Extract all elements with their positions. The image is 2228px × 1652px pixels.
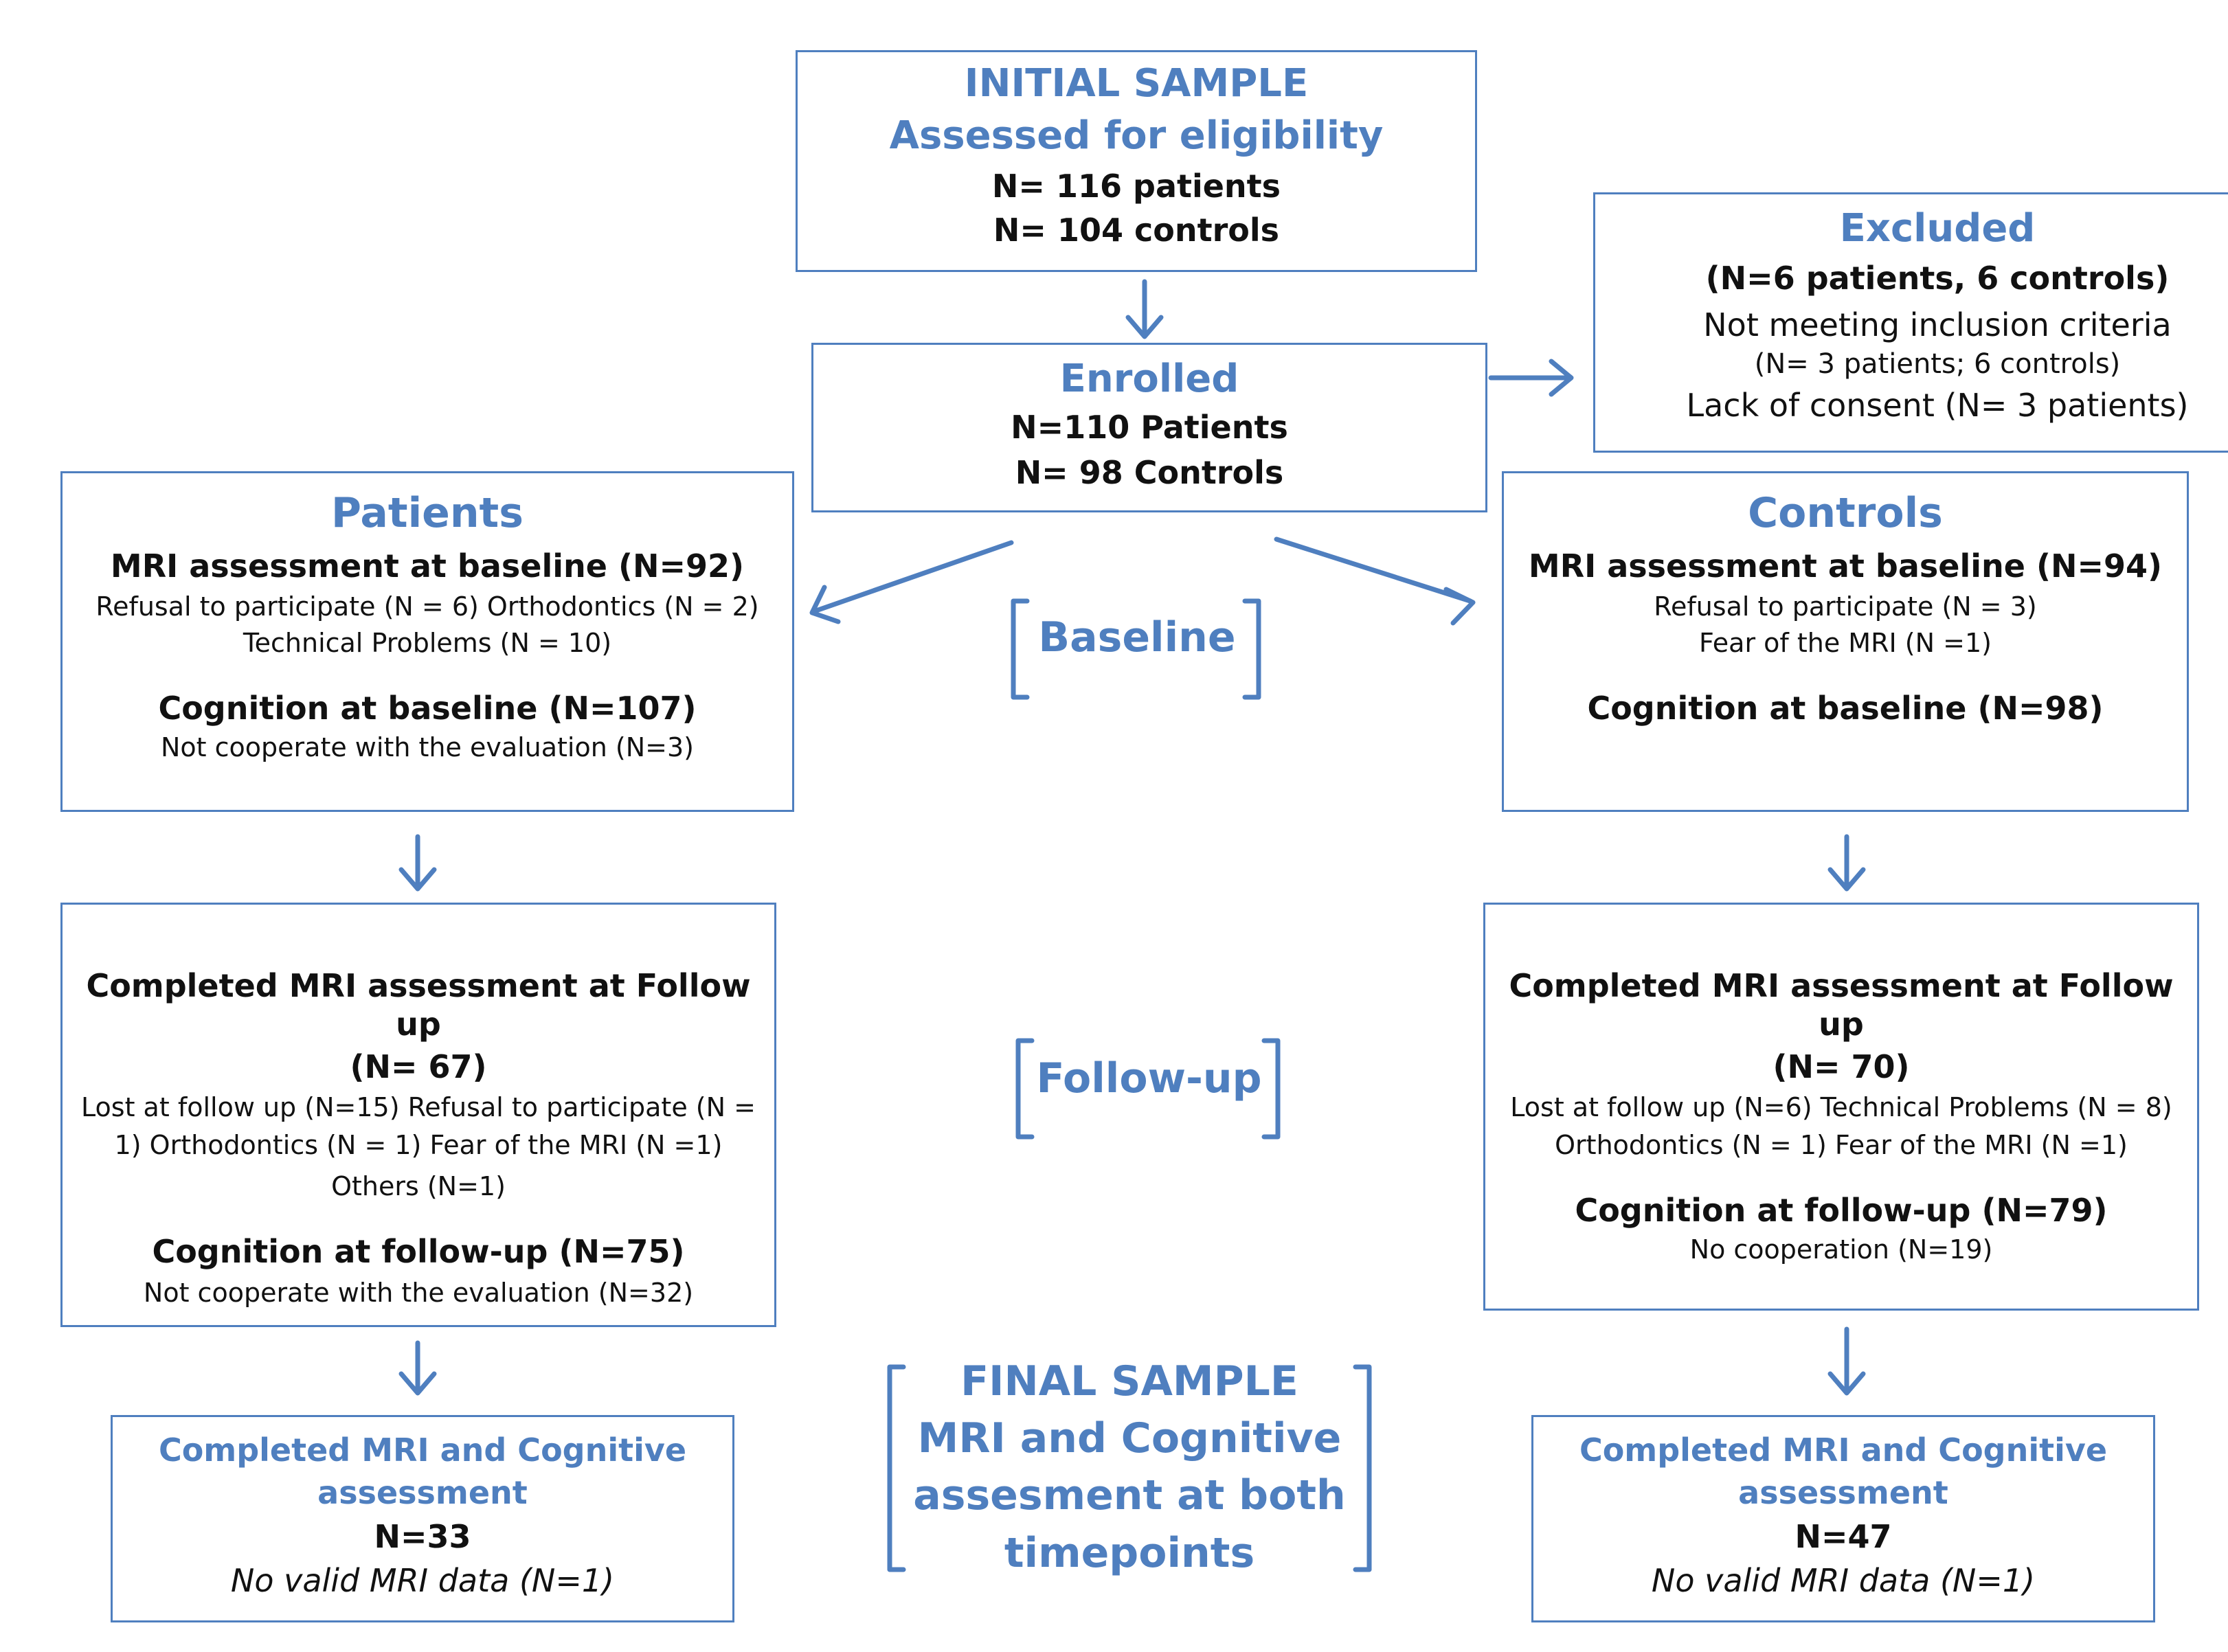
stage-label-final: FINAL SAMPLE MRI and Cognitive assesment… bbox=[900, 1357, 1359, 1579]
initial-sample-title: INITIAL SAMPLE bbox=[964, 61, 1309, 106]
patients-final-box: Completed MRI and Cognitive assessment N… bbox=[111, 1415, 734, 1622]
patients-followup-reason-2: 1) Orthodontics (N = 1) Fear of the MRI … bbox=[114, 1129, 723, 1160]
patients-mri-baseline: MRI assessment at baseline (N=92) bbox=[110, 547, 745, 585]
patients-followup-box: Completed MRI assessment at Follow up (N… bbox=[60, 903, 776, 1327]
arrow-enrolled-to-controls bbox=[1274, 536, 1476, 626]
patients-followup-mri: Completed MRI assessment at Follow up bbox=[86, 967, 751, 1043]
arrow-initial-to-enrolled bbox=[1125, 279, 1164, 339]
controls-final-count: N=47 bbox=[1794, 1518, 1892, 1556]
enrolled-controls-count: N= 98 Controls bbox=[1015, 454, 1284, 492]
arrow-controls-baseline-to-followup bbox=[1827, 834, 1866, 892]
controls-followup-cognition-reason: No cooperation (N=19) bbox=[1689, 1234, 1993, 1265]
patients-followup-mri-count: (N= 67) bbox=[350, 1048, 487, 1086]
patients-baseline-box: Patients MRI assessment at baseline (N=9… bbox=[60, 471, 794, 812]
patients-final-count: N=33 bbox=[374, 1518, 471, 1556]
arrow-enrolled-to-excluded bbox=[1488, 359, 1574, 397]
controls-final-box: Completed MRI and Cognitive assessment N… bbox=[1531, 1415, 2155, 1622]
stage-label-baseline: Baseline bbox=[1038, 613, 1236, 661]
arrow-controls-followup-to-final bbox=[1827, 1326, 1866, 1396]
stage-label-followup: Follow-up bbox=[1036, 1054, 1262, 1102]
enrolled-title: Enrolled bbox=[1059, 357, 1239, 401]
initial-controls-count: N= 104 controls bbox=[993, 211, 1280, 249]
patients-final-title-2: assessment bbox=[317, 1474, 528, 1512]
patients-followup-reason-3: Others (N=1) bbox=[331, 1171, 506, 1202]
controls-mri-baseline: MRI assessment at baseline (N=94) bbox=[1528, 547, 2163, 585]
controls-followup-cognition: Cognition at follow-up (N=79) bbox=[1575, 1192, 2108, 1230]
controls-final-title-1: Completed MRI and Cognitive bbox=[1579, 1432, 2108, 1469]
controls-followup-box: Completed MRI assessment at Follow up (N… bbox=[1483, 903, 2199, 1311]
final-sample-title: FINAL SAMPLE bbox=[960, 1357, 1298, 1405]
controls-followup-mri-count: (N= 70) bbox=[1773, 1048, 1910, 1086]
final-sample-line-3: assesment at both bbox=[913, 1471, 1346, 1520]
controls-baseline-box: Controls MRI assessment at baseline (N=9… bbox=[1502, 471, 2189, 812]
controls-followup-mri: Completed MRI assessment at Follow up bbox=[1509, 967, 2174, 1043]
arrow-patients-baseline-to-followup bbox=[398, 834, 437, 892]
excluded-reason-consent: Lack of consent (N= 3 patients) bbox=[1686, 387, 2189, 425]
patients-final-note: No valid MRI data (N=1) bbox=[230, 1562, 615, 1600]
patients-cognition-baseline: Cognition at baseline (N=107) bbox=[158, 690, 697, 727]
controls-followup-reason-2: Orthodontics (N = 1) Fear of the MRI (N … bbox=[1555, 1129, 2128, 1160]
controls-final-note: No valid MRI data (N=1) bbox=[1651, 1562, 2036, 1600]
patients-followup-cognition-reason: Not cooperate with the evaluation (N=32) bbox=[143, 1277, 694, 1308]
controls-followup-reason-1: Lost at follow up (N=6) Technical Proble… bbox=[1510, 1092, 2172, 1123]
final-sample-line-2: MRI and Cognitive bbox=[917, 1414, 1342, 1463]
bracket-baseline bbox=[1011, 598, 1261, 700]
controls-final-title-2: assessment bbox=[1738, 1474, 1948, 1512]
bracket-followup bbox=[1015, 1038, 1281, 1140]
excluded-reason-inclusion-detail: (N= 3 patients; 6 controls) bbox=[1754, 348, 2121, 380]
arrow-patients-followup-to-final bbox=[398, 1340, 437, 1396]
controls-title: Controls bbox=[1748, 489, 1943, 537]
enrolled-patients-count: N=110 Patients bbox=[1011, 409, 1288, 446]
controls-mri-baseline-reason-1: Refusal to participate (N = 3) bbox=[1654, 591, 2037, 622]
patients-mri-baseline-reason-1: Refusal to participate (N = 6) Orthodont… bbox=[95, 591, 759, 622]
patients-followup-reason-1: Lost at follow up (N=15) Refusal to part… bbox=[81, 1092, 756, 1123]
excluded-reason-inclusion: Not meeting inclusion criteria bbox=[1703, 306, 2172, 344]
excluded-box: Excluded (N=6 patients, 6 controls) Not … bbox=[1593, 192, 2228, 453]
patients-title: Patients bbox=[331, 489, 524, 537]
arrow-enrolled-to-patients bbox=[809, 540, 1014, 624]
initial-patients-count: N= 116 patients bbox=[991, 167, 1281, 205]
patients-cognition-baseline-reason: Not cooperate with the evaluation (N=3) bbox=[161, 732, 694, 763]
controls-mri-baseline-reason-2: Fear of the MRI (N =1) bbox=[1699, 627, 1992, 658]
excluded-summary: (N=6 patients, 6 controls) bbox=[1705, 260, 2170, 297]
patients-final-title-1: Completed MRI and Cognitive bbox=[158, 1432, 687, 1469]
patients-mri-baseline-reason-2: Technical Problems (N = 10) bbox=[243, 627, 612, 658]
patients-followup-cognition: Cognition at follow-up (N=75) bbox=[152, 1233, 685, 1271]
bracket-final bbox=[887, 1364, 1372, 1572]
initial-sample-subtitle: Assessed for eligibility bbox=[889, 113, 1384, 159]
excluded-title: Excluded bbox=[1839, 206, 2036, 251]
enrolled-box: Enrolled N=110 Patients N= 98 Controls bbox=[811, 343, 1487, 512]
final-sample-line-4: timepoints bbox=[1004, 1528, 1255, 1577]
controls-cognition-baseline: Cognition at baseline (N=98) bbox=[1587, 690, 2104, 727]
initial-sample-box: INITIAL SAMPLE Assessed for eligibility … bbox=[796, 50, 1477, 272]
